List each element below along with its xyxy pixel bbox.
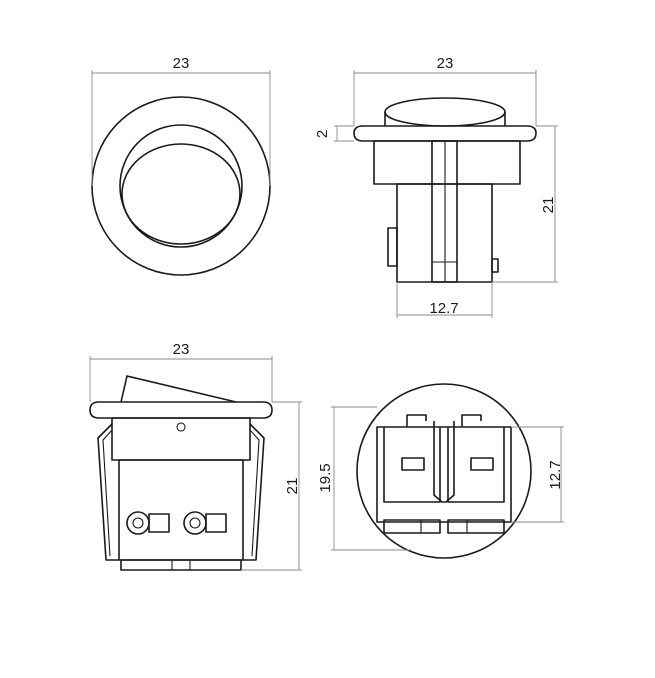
side-view-rocker-top bbox=[384, 97, 506, 127]
front-view-body bbox=[118, 459, 244, 561]
back-view-right-block bbox=[447, 427, 505, 503]
top-view-inner-ring bbox=[119, 124, 243, 248]
side-view-housing bbox=[373, 140, 521, 185]
front-view-terminal-left bbox=[126, 511, 170, 535]
back-view-left-block bbox=[383, 427, 441, 503]
front-view-housing bbox=[111, 417, 251, 461]
front-view: 23 21 bbox=[89, 341, 302, 571]
front-view-right-clip bbox=[243, 423, 265, 561]
front-view-bezel bbox=[89, 401, 273, 419]
back-view: 19.5 12.7 bbox=[317, 383, 564, 559]
front-view-indicator bbox=[176, 422, 186, 432]
dim-front-view-height: 21 bbox=[284, 478, 301, 495]
front-view-base bbox=[120, 559, 242, 571]
dim-side-terminal-span: 12.7 bbox=[429, 300, 458, 317]
side-view: 23 2 21 12.7 bbox=[314, 55, 558, 318]
dim-front-view-width: 23 bbox=[173, 341, 190, 358]
dim-back-terminal-span: 12.7 bbox=[547, 460, 564, 489]
back-view-housing bbox=[376, 426, 512, 523]
back-view-slot-right bbox=[470, 457, 494, 471]
top-view: 23 bbox=[91, 55, 271, 276]
dim-bezel-thickness: 2 bbox=[314, 130, 331, 138]
dim-side-view-height: 21 bbox=[540, 197, 557, 214]
dim-top-view-diameter: 23 bbox=[173, 55, 190, 72]
dim-back-view-height: 19.5 bbox=[317, 463, 334, 492]
front-view-left-clip bbox=[97, 423, 119, 561]
back-view-base-right bbox=[447, 519, 505, 534]
back-view-center-terminal bbox=[433, 421, 455, 503]
back-view-bezel bbox=[356, 383, 532, 559]
side-view-bezel bbox=[353, 125, 537, 142]
top-view-rocker bbox=[121, 143, 241, 245]
back-view-slot-left bbox=[401, 457, 425, 471]
side-view-latch bbox=[387, 227, 398, 267]
front-view-terminal-right bbox=[183, 511, 227, 535]
front-view-rocker bbox=[120, 375, 237, 403]
top-view-bezel bbox=[91, 96, 271, 276]
dim-side-view-width: 23 bbox=[437, 55, 454, 72]
back-view-base-left bbox=[383, 519, 441, 534]
side-view-pin bbox=[491, 258, 499, 273]
